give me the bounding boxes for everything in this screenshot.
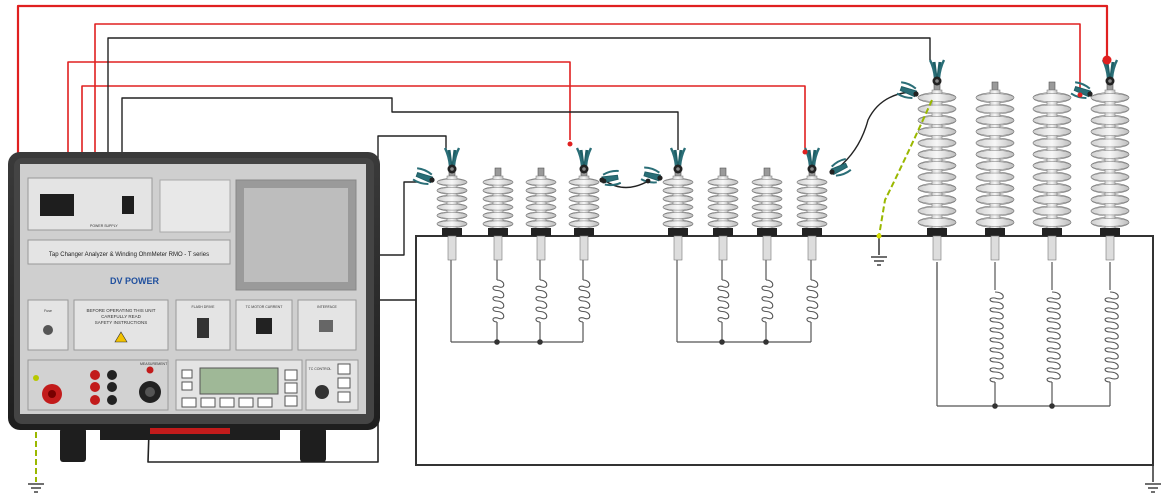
power-supply-label: POWER SUPPLY [90,224,118,228]
crocodile-clamp-icon [575,147,593,174]
fuse-label: Fuse [44,309,52,313]
crocodile-clamp-icon [412,167,435,186]
case-latch [300,428,326,462]
winding-coil [1046,291,1061,383]
crocodile-clamp-icon [1070,81,1093,100]
bushing-insulator [707,167,739,261]
tc-control-label: TC CONTROL [309,367,332,371]
crocodile-clamp-icon [803,147,821,174]
bushing-insulator [1090,81,1130,261]
bushing-insulator [482,167,514,261]
tank-ground [870,236,888,266]
winding-coil [578,279,591,323]
winding-coil [989,291,1004,383]
key-3[interactable] [219,397,235,408]
transformer-tank [415,235,1162,493]
interface-label: INTERFACE [317,305,337,309]
case-handle [150,428,230,434]
winding-coil [717,279,730,323]
key-down[interactable] [284,395,298,407]
ground-symbol [870,256,888,266]
power-switch [122,196,134,214]
bushings [436,81,1130,261]
warning-triangle-icon [114,331,128,343]
key-2[interactable] [200,397,216,408]
ground-symbol [1144,483,1162,493]
bushing-insulator [796,167,828,261]
bushing-insulator [751,167,783,261]
warning-line-2: CAREFULLY READ [101,314,142,319]
key-minus[interactable] [284,369,298,381]
warning-line-3: SAFETY INSTRUCTIONS [95,320,147,325]
bushing-insulator [1032,81,1072,261]
case-latch [60,428,86,462]
tc-key-1[interactable] [337,363,351,375]
test-instrument: POWER SUPPLY Tap Changer Analyzer & Wind… [8,152,380,462]
softkey-2[interactable] [181,381,193,391]
crocodile-clamp-icon [928,59,946,86]
power-inlet [40,194,74,216]
crocodile-clamp-icon [669,147,687,174]
bushing-insulator [975,81,1015,261]
tc-motor-current-label: TC MOTOR CURRENT [246,305,284,309]
crocodile-clamp-icon [896,81,919,100]
ground-terminal [33,375,39,381]
bushing-insulator [662,167,694,261]
bushing-insulator [917,81,957,261]
key-1[interactable] [181,397,197,408]
tc-key-down[interactable] [337,391,351,403]
winding-network [450,260,1119,409]
instrument-title: Tap Changer Analyzer & Winding OhmMeter … [49,252,209,258]
warning-line-1: BEFORE OPERATING THIS UNIT [86,308,155,313]
tc-key-up[interactable] [337,377,351,389]
key-right[interactable] [257,397,273,408]
lcd-display [199,367,279,395]
brand-logo: DV POWER [110,276,160,286]
crocodile-clamp-icon [443,147,461,174]
crocodile-clamp-icon [599,169,622,187]
winding-coil [761,279,774,323]
key-4[interactable] [238,397,254,408]
crocodile-clamp-icon [829,157,852,177]
winding-coil [1104,291,1119,383]
bushing-insulator [436,167,468,261]
bushing-insulator [525,167,557,261]
softkey-1[interactable] [181,369,193,379]
key-up[interactable] [284,382,298,394]
tc-control-socket [315,385,329,399]
flash-drive-label: FLASH DRIVE [192,305,216,309]
measurement-label: MEASUREMENT [140,362,168,366]
bushing-insulator [568,167,600,261]
crocodile-clamps [412,55,1119,239]
winding-coil [806,279,819,323]
ground-symbol [27,483,45,493]
winding-coil [535,279,548,323]
winding-coil [492,279,505,323]
